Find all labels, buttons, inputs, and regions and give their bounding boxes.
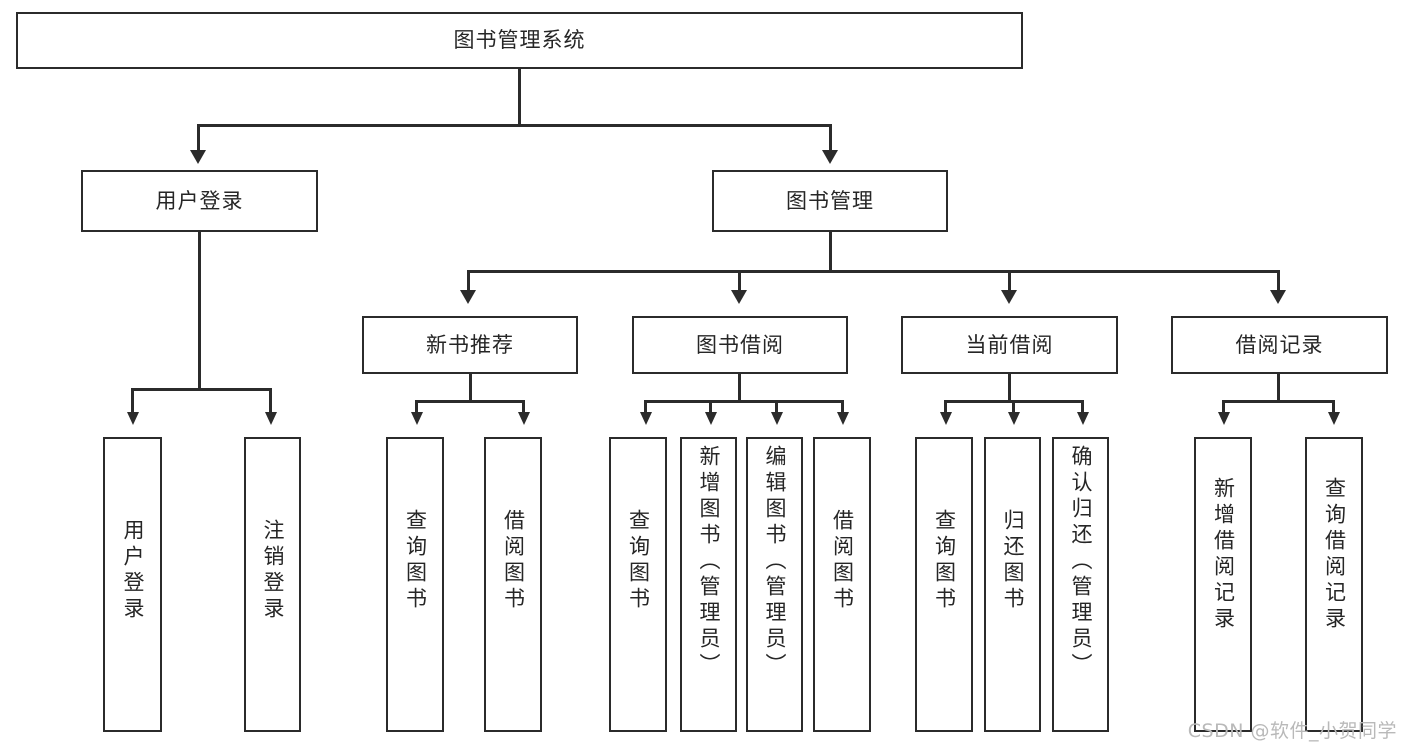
connector-bookmanage-stub-3: [1008, 270, 1011, 292]
node-leaf-borrow-book-2: 借阅图书: [813, 437, 871, 732]
node-label: 借阅图书: [830, 509, 855, 613]
node-leaf-query-book-1: 查询图书: [386, 437, 444, 732]
node-label: 编辑图书（管理员）: [763, 445, 787, 679]
node-label: 图书管理系统: [453, 28, 586, 53]
arrow-head-leaf-add-borrow-record: [1218, 412, 1230, 425]
arrow-head-leaf-query-book-3: [940, 412, 952, 425]
node-label: 图书管理: [786, 188, 874, 213]
connector-root-bus: [197, 124, 832, 127]
arrow-head-leaf-edit-book: [771, 412, 783, 425]
connector-root-to-userlogin: [197, 124, 200, 152]
arrow-head-leaf-return-book: [1008, 412, 1020, 425]
connector-newbook-trunk: [469, 374, 472, 402]
connector-userlogin-trunk: [198, 232, 201, 390]
node-leaf-user-login: 用户登录: [103, 437, 162, 732]
connector-bookborrow-stub-2: [709, 400, 712, 414]
connector-bookmanage-trunk: [829, 232, 832, 272]
connector-borrowrecord-bus: [1222, 400, 1335, 403]
arrow-head-borrow-record: [1270, 290, 1286, 304]
node-leaf-add-borrow-record: 新增借阅记录: [1194, 437, 1252, 732]
connector-bookmanage-bus: [467, 270, 1280, 273]
arrow-head-leaf-user-login: [127, 412, 139, 425]
arrow-head-new-book-recommend: [460, 290, 476, 304]
connector-currentborrow-trunk: [1008, 374, 1011, 402]
node-label: 新增图书（管理员）: [697, 445, 721, 679]
connector-bookborrow-stub-3: [775, 400, 778, 414]
connector-borrowrecord-trunk: [1277, 374, 1280, 402]
arrow-head-leaf-confirm-return: [1077, 412, 1089, 425]
arrow-head-leaf-borrow-book-1: [518, 412, 530, 425]
node-label: 图书借阅: [696, 332, 784, 357]
arrow-head-leaf-query-borrow-record: [1328, 412, 1340, 425]
connector-currentborrow-stub-2: [1012, 400, 1015, 414]
arrow-head-leaf-add-book: [705, 412, 717, 425]
node-label: 查询借阅记录: [1322, 477, 1347, 633]
connector-bookborrow-stub-4: [841, 400, 844, 414]
arrow-head-leaf-logout-login: [265, 412, 277, 425]
node-label: 借阅记录: [1235, 332, 1324, 357]
node-label: 用户登录: [121, 519, 145, 623]
arrow-head-leaf-borrow-book-2: [837, 412, 849, 425]
connector-bookmanage-stub-1: [467, 270, 470, 292]
node-label: 当前借阅: [965, 332, 1054, 357]
node-user-login: 用户登录: [81, 170, 318, 232]
node-leaf-query-book-3: 查询图书: [915, 437, 973, 732]
arrow-head-leaf-query-book-2: [640, 412, 652, 425]
node-leaf-confirm-return-admin: 确认归还（管理员）: [1052, 437, 1109, 732]
node-leaf-borrow-book-1: 借阅图书: [484, 437, 542, 732]
node-leaf-add-book-admin: 新增图书（管理员）: [680, 437, 737, 732]
connector-bookborrow-trunk: [738, 374, 741, 402]
connector-root-to-bookmanage: [829, 124, 832, 152]
node-new-book-recommend: 新书推荐: [362, 316, 578, 374]
connector-newbook-stub-1: [415, 400, 418, 414]
connector-userlogin-bus: [131, 388, 270, 391]
connector-bookborrow-stub-1: [644, 400, 647, 414]
connector-borrowrecord-stub-1: [1222, 400, 1225, 414]
node-borrow-record: 借阅记录: [1171, 316, 1388, 374]
node-label: 确认归还（管理员）: [1069, 445, 1093, 679]
arrow-head-leaf-query-book-1: [411, 412, 423, 425]
node-leaf-query-borrow-record: 查询借阅记录: [1305, 437, 1363, 732]
node-leaf-logout-login: 注销登录: [244, 437, 301, 732]
node-label: 查询图书: [626, 509, 651, 613]
arrow-head-userlogin: [190, 150, 206, 164]
connector-bookmanage-stub-4: [1277, 270, 1280, 292]
connector-newbook-bus: [415, 400, 525, 403]
node-label: 注销登录: [261, 519, 285, 623]
node-root-system: 图书管理系统: [16, 12, 1023, 69]
node-book-borrow: 图书借阅: [632, 316, 848, 374]
connector-borrowrecord-stub-2: [1332, 400, 1335, 414]
node-label: 查询图书: [932, 509, 957, 613]
node-label: 新增借阅记录: [1211, 477, 1236, 633]
node-current-borrow: 当前借阅: [901, 316, 1118, 374]
node-leaf-return-book: 归还图书: [984, 437, 1041, 732]
node-label: 新书推荐: [426, 332, 514, 357]
connector-bookborrow-bus: [644, 400, 844, 403]
connector-currentborrow-stub-1: [944, 400, 947, 414]
node-label: 借阅图书: [501, 509, 526, 613]
connector-currentborrow-stub-3: [1081, 400, 1084, 414]
arrow-head-book-borrow: [731, 290, 747, 304]
connector-userlogin-stub-2: [269, 388, 272, 414]
node-label: 用户登录: [155, 188, 244, 213]
node-label: 查询图书: [403, 509, 428, 613]
node-book-manage: 图书管理: [712, 170, 948, 232]
connector-root-trunk: [518, 69, 521, 126]
connector-userlogin-stub-1: [131, 388, 134, 414]
connector-bookmanage-stub-2: [738, 270, 741, 292]
arrow-head-current-borrow: [1001, 290, 1017, 304]
node-leaf-edit-book-admin: 编辑图书（管理员）: [746, 437, 803, 732]
node-label: 归还图书: [1001, 509, 1025, 613]
connector-newbook-stub-2: [522, 400, 525, 414]
node-leaf-query-book-2: 查询图书: [609, 437, 667, 732]
arrow-head-bookmanage: [822, 150, 838, 164]
